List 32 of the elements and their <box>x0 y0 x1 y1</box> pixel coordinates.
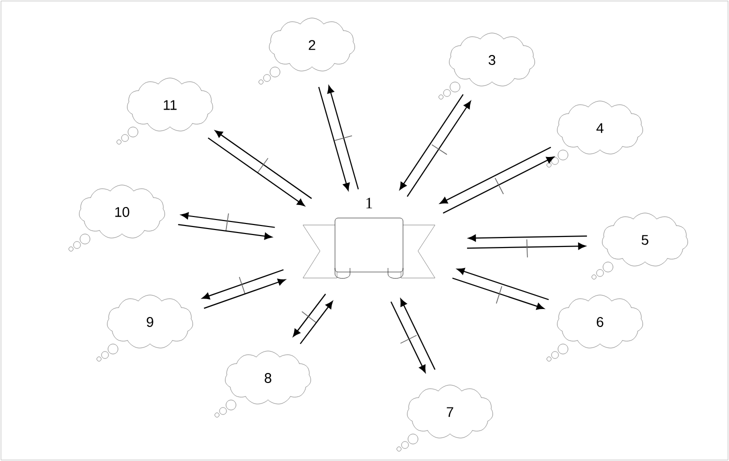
arrow <box>390 302 426 373</box>
arrow <box>214 130 312 199</box>
arrow <box>442 156 554 214</box>
arrow <box>327 86 359 190</box>
arrow <box>440 146 552 204</box>
thought-cloud: 11 <box>116 78 213 144</box>
thought-cloud: 9 <box>96 294 193 362</box>
thought-cloud: 6 <box>546 294 643 362</box>
arrow <box>467 242 586 250</box>
node-label: 1 <box>366 198 372 208</box>
arrow <box>399 94 464 190</box>
thought-cloud: 3 <box>438 32 535 100</box>
arrow <box>292 294 326 337</box>
arrow <box>208 137 305 206</box>
arrow <box>202 269 284 300</box>
thought-cloud: 4 <box>546 100 643 168</box>
banner: 1 <box>302 198 436 279</box>
arrow <box>300 301 333 344</box>
thought-cloud: 7 <box>396 384 493 452</box>
arrow <box>178 224 272 240</box>
thought-cloud: 5 <box>592 212 688 280</box>
arrow <box>180 212 275 228</box>
arrow <box>456 268 549 300</box>
arrow <box>468 234 587 242</box>
arrow <box>318 86 350 191</box>
arrow <box>204 278 286 309</box>
thought-cloud: 10 <box>68 184 165 252</box>
arrow <box>452 278 544 310</box>
thought-cloud: 2 <box>258 18 355 84</box>
arrow <box>400 298 436 370</box>
thought-cloud: 8 <box>214 350 311 418</box>
arrow <box>406 101 471 197</box>
